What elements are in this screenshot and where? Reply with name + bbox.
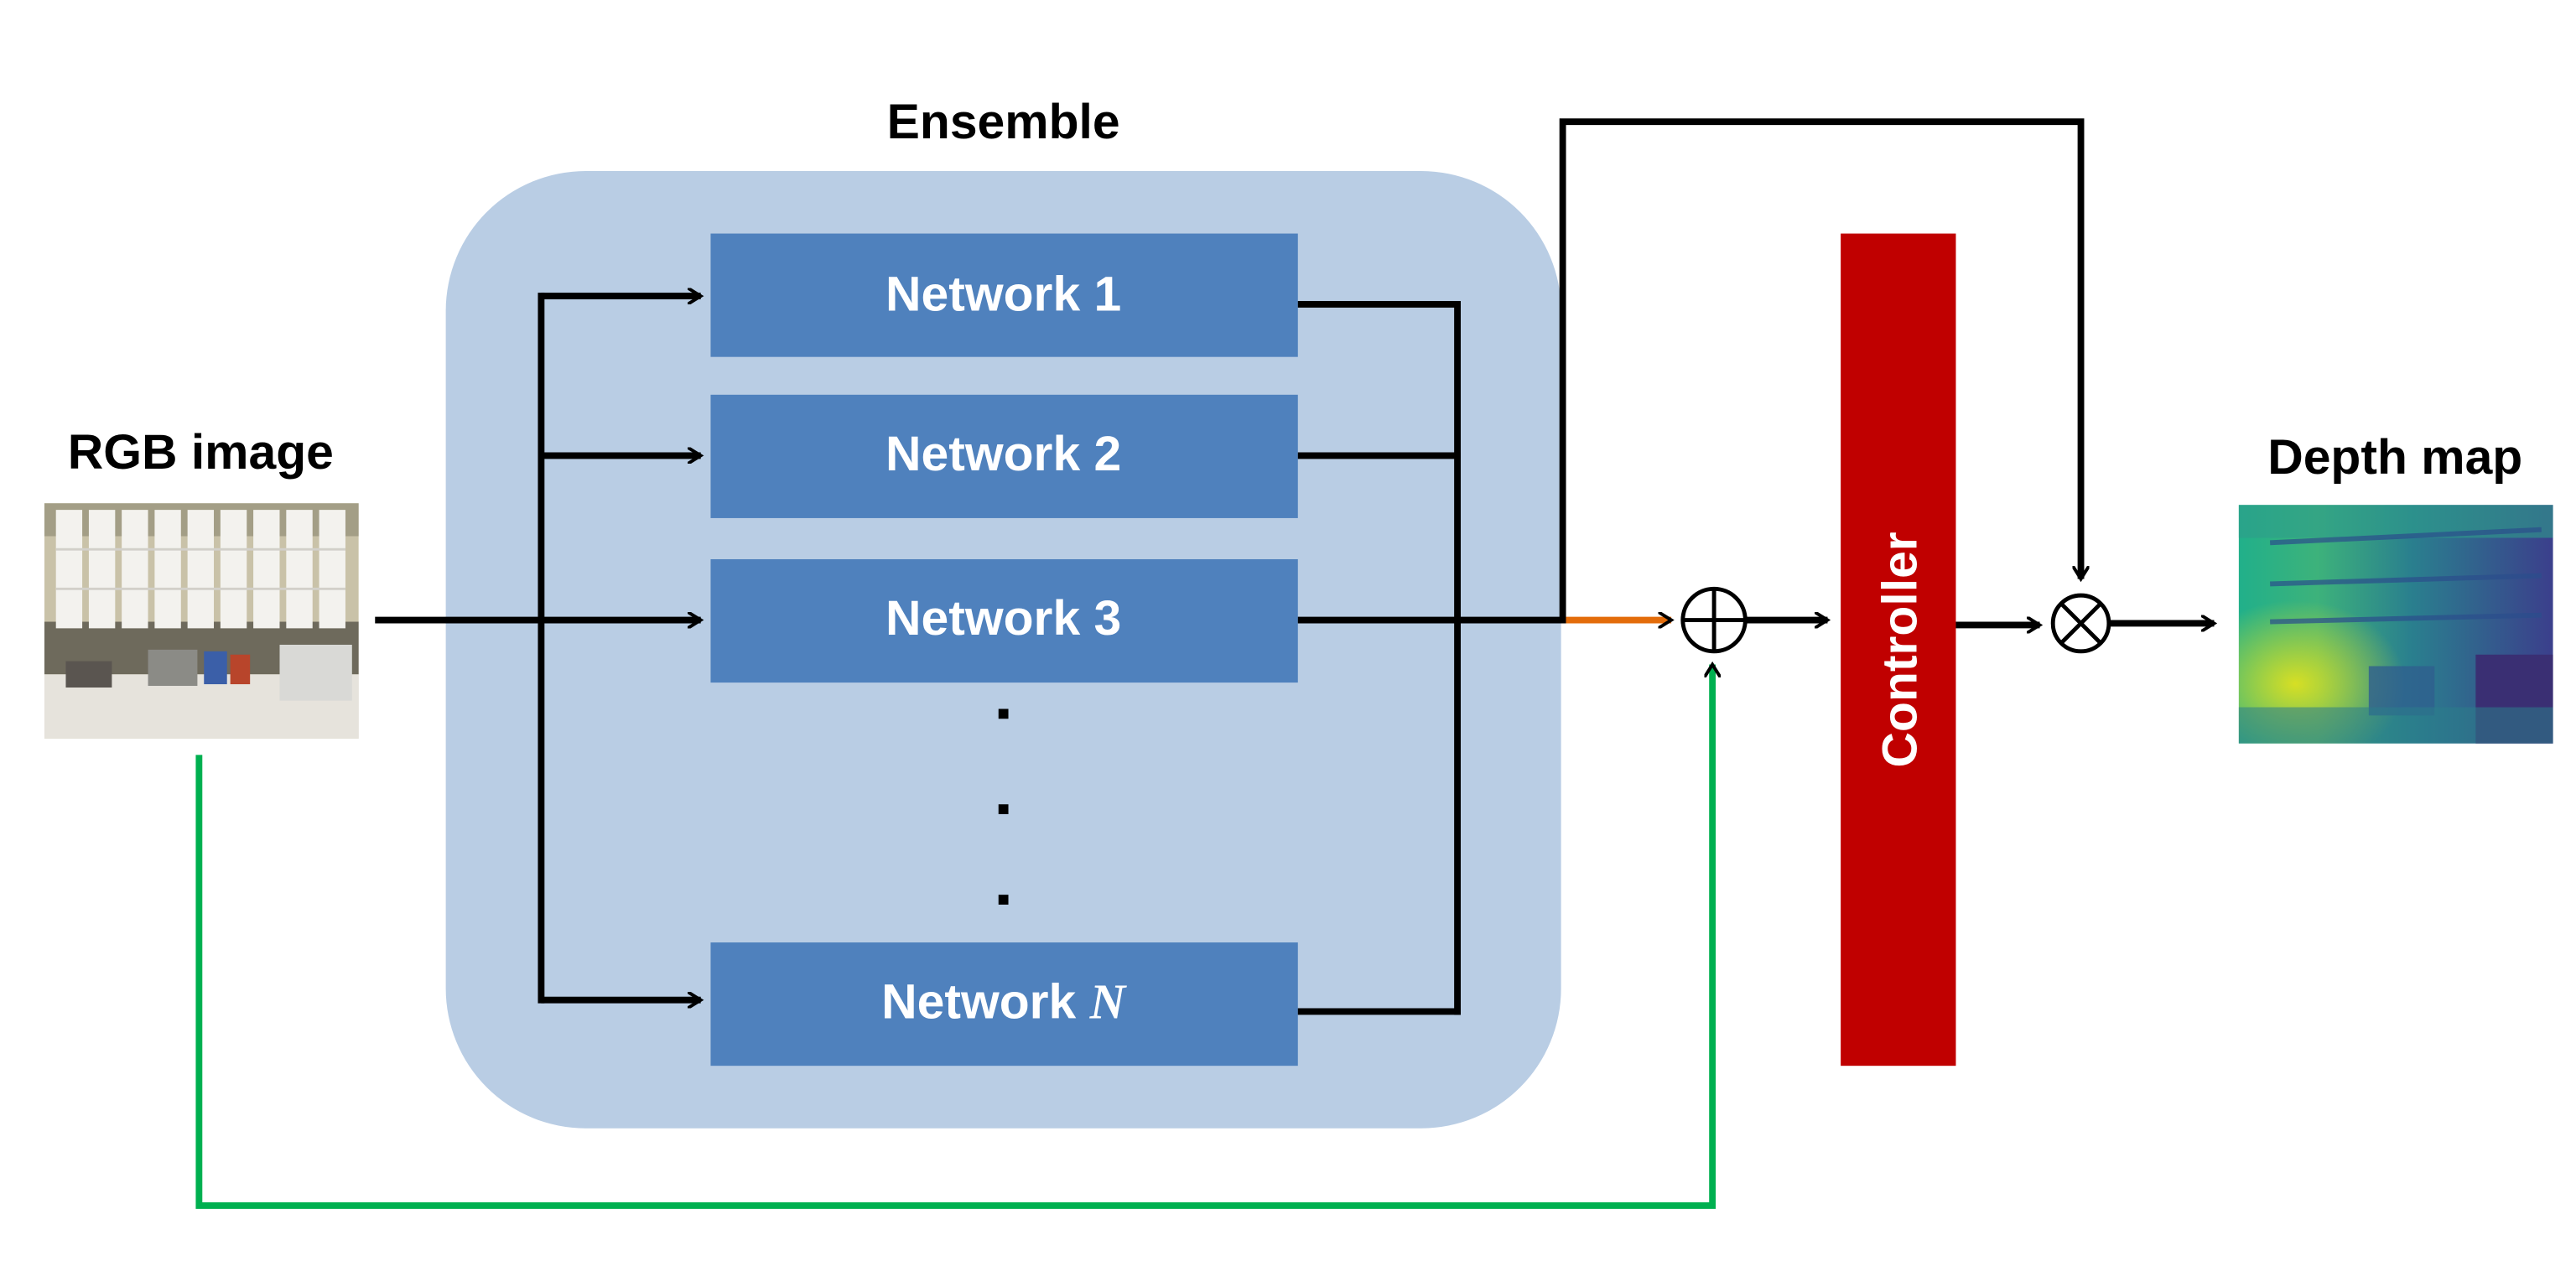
depth-map-label: Depth map [2267, 430, 2522, 485]
network-n-prefix: Network [881, 974, 1090, 1029]
ellipsis-dot [998, 895, 1009, 905]
network-box-3: Network 3 [710, 558, 1298, 683]
network-box-1: Network 1 [710, 233, 1298, 357]
depth-map-thumbnail [2238, 505, 2553, 744]
input-wires [375, 293, 700, 1003]
network-3-label: Network 3 [886, 591, 1121, 646]
circle-plus-icon [1680, 586, 1748, 654]
network-n-label: Network N [881, 974, 1128, 1029]
circle-times-icon [2050, 593, 2111, 654]
network-box-2: Network 2 [710, 394, 1298, 518]
ellipsis-dot [998, 708, 1009, 719]
controller-bar [1841, 233, 1956, 1066]
merge-wires [1297, 118, 2081, 1015]
rgb-image-thumbnail [44, 503, 359, 739]
network-1-label: Network 1 [886, 267, 1121, 322]
ensemble-title: Ensemble [887, 95, 1120, 149]
controller-label: Controller [1872, 532, 1927, 767]
network-2-label: Network 2 [886, 427, 1121, 481]
ellipsis-dot [998, 804, 1009, 815]
green-skip-path [195, 665, 1712, 1209]
network-n-symbol: N [1089, 974, 1128, 1029]
network-box-n: Network N [710, 942, 1298, 1066]
rgb-image-label: RGB image [68, 425, 334, 480]
